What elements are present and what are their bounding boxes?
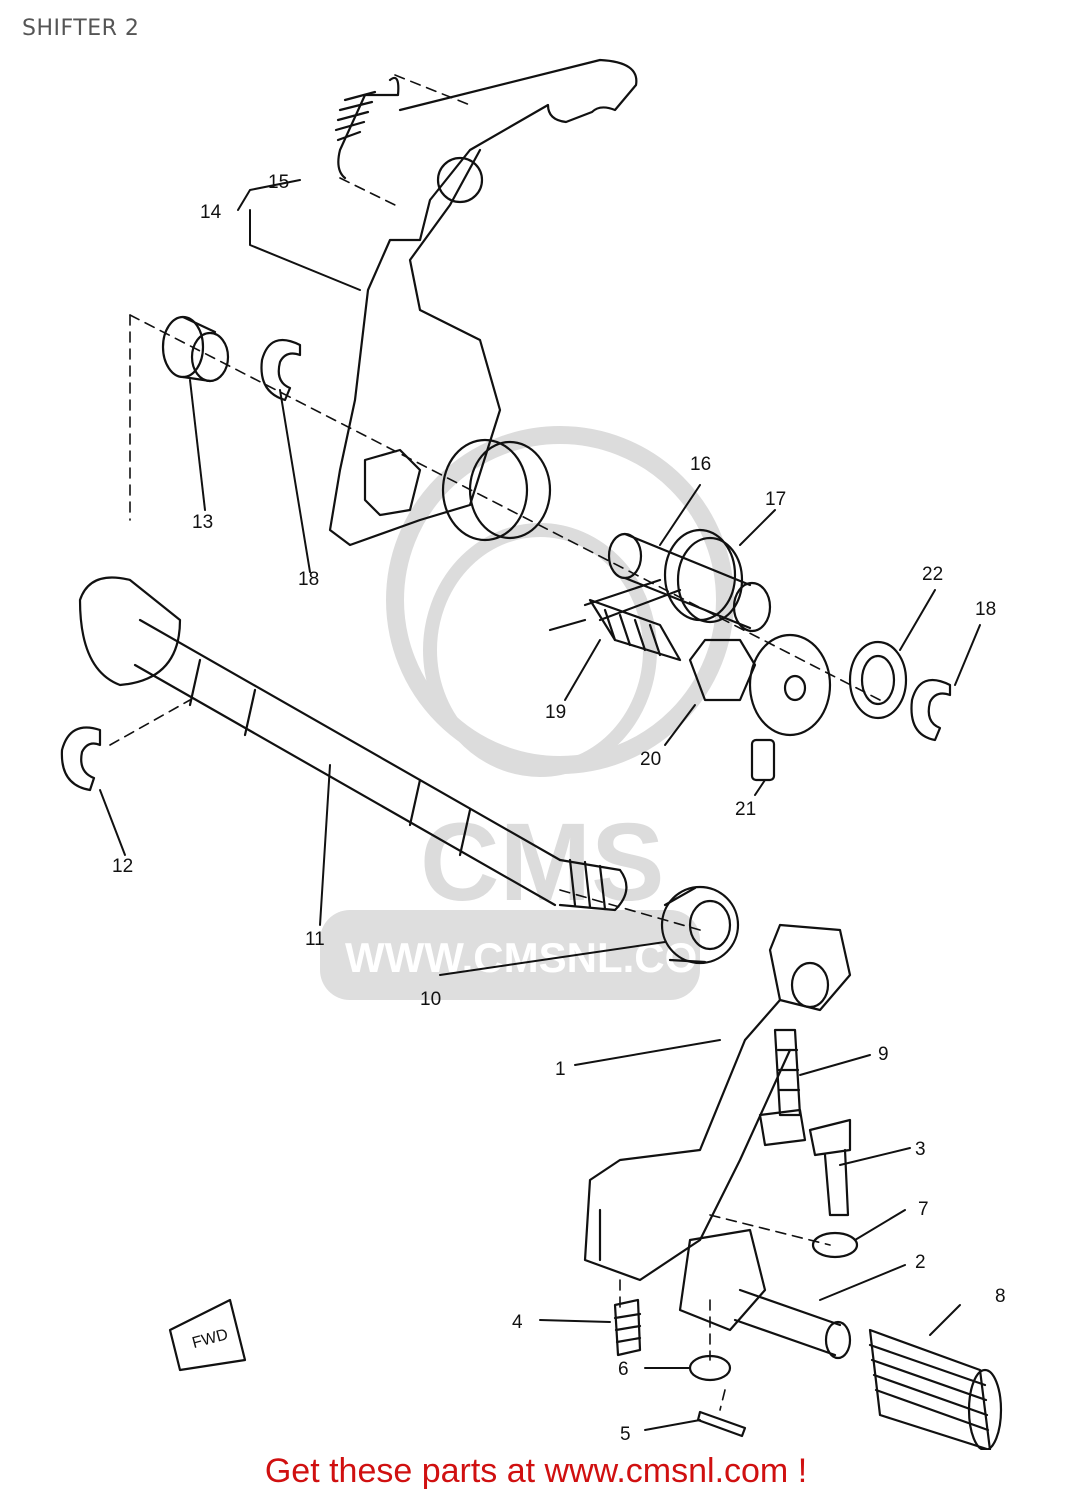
callout-6: 6 xyxy=(618,1359,629,1380)
bolt-part-9 xyxy=(758,1028,807,1147)
shift-pedal-part-1 xyxy=(583,923,852,1282)
leader-lines xyxy=(99,179,981,1431)
callout-17: 17 xyxy=(765,489,786,510)
callout-16: 16 xyxy=(690,454,711,475)
callout-8: 8 xyxy=(995,1286,1006,1307)
circlip-part-12 xyxy=(60,726,102,792)
alignment-lines xyxy=(109,74,881,1411)
torsion-spring-part-17 xyxy=(583,528,744,624)
callout-1: 1 xyxy=(555,1059,566,1080)
oil-seal-part-10 xyxy=(660,885,740,965)
watermark-url: WWW.CMSNL.COM xyxy=(345,934,732,981)
callout-11: 11 xyxy=(305,929,325,950)
watermark-brand: CMS xyxy=(420,801,664,924)
shift-arm-part-14 xyxy=(328,58,638,547)
callout-18-right: 18 xyxy=(975,599,996,620)
callout-18-upper: 18 xyxy=(298,569,319,590)
rubber-part-8 xyxy=(868,1328,1003,1450)
callout-22: 22 xyxy=(922,564,943,585)
callout-12: 12 xyxy=(112,856,133,877)
spring-part-15 xyxy=(334,76,400,180)
shift-shaft-part-2 xyxy=(678,1228,852,1360)
callout-5: 5 xyxy=(620,1424,631,1445)
fwd-label: FWD xyxy=(190,1326,230,1352)
pin-part-3 xyxy=(808,1118,852,1217)
collar-part-13 xyxy=(161,315,230,383)
page-title: SHIFTER 2 xyxy=(22,16,140,41)
callout-2: 2 xyxy=(915,1252,926,1273)
washer-part-22 xyxy=(848,640,908,720)
shift-shaft-part-11 xyxy=(78,576,628,912)
callout-20: 20 xyxy=(640,749,661,770)
callout-14: 14 xyxy=(200,202,222,223)
watermark: CMS WWW.CMSNL.COM xyxy=(320,426,734,1000)
callout-9: 9 xyxy=(878,1044,889,1065)
callout-15: 15 xyxy=(268,172,289,193)
callout-4: 4 xyxy=(512,1312,523,1333)
circlip-part-18-upper xyxy=(260,338,302,402)
washer-part-7 xyxy=(811,1231,859,1259)
nut-part-20 xyxy=(688,638,757,702)
washer-part-21 xyxy=(748,633,832,782)
footer-link-text[interactable]: Get these parts at www.cmsnl.com ! xyxy=(264,1452,808,1490)
callout-7: 7 xyxy=(918,1199,929,1220)
exploded-parts-diagram: CMS WWW.CMSNL.COM xyxy=(60,58,1006,1450)
callout-3: 3 xyxy=(915,1139,926,1160)
callout-13: 13 xyxy=(192,512,213,533)
spring-part-4 xyxy=(613,1298,642,1357)
cotter-pin-part-5 xyxy=(696,1410,747,1438)
fwd-arrow xyxy=(168,1298,247,1372)
callout-10: 10 xyxy=(420,989,441,1010)
bolt-part-19 xyxy=(548,598,682,662)
circlip-part-18-right xyxy=(910,678,952,742)
pin-part-16 xyxy=(607,532,772,633)
callout-19: 19 xyxy=(545,702,566,723)
callout-21: 21 xyxy=(735,799,756,820)
